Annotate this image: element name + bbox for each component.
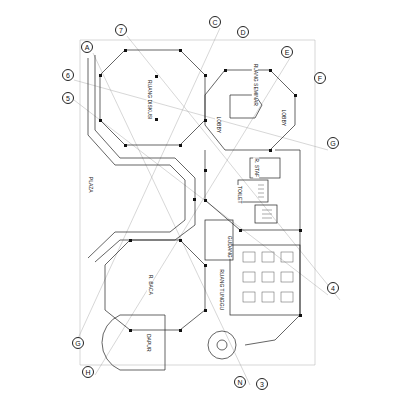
grid-bubble: 3: [256, 378, 268, 390]
grid-bubble: G: [72, 337, 84, 349]
grid-label: D: [240, 29, 245, 36]
grid-label: C: [212, 19, 217, 26]
grid-bubble: 7: [115, 24, 127, 36]
grid-label: 4: [331, 285, 335, 292]
room-label: LOBBY: [280, 109, 286, 128]
grid-label: G: [75, 340, 80, 347]
room-label: GUDANG: [226, 235, 232, 259]
grid-bubble: 5: [62, 92, 74, 104]
room-label: RUANG SEMINAR: [252, 63, 258, 107]
grid-label: F: [318, 75, 322, 82]
grid-bubble: N: [234, 376, 246, 388]
grid-bubble: E: [281, 46, 293, 58]
grid-bubble: 6: [62, 69, 74, 81]
room-label: R. BACA: [147, 274, 153, 296]
room-label: R. STAF: [253, 158, 259, 179]
grid-bubble: 4: [327, 282, 339, 294]
grid-label: 5: [66, 95, 70, 102]
grid-label: H: [85, 369, 90, 376]
grid-bubble: H: [82, 366, 94, 378]
grid-label: N: [237, 379, 242, 386]
room-label: PLAZA: [87, 176, 93, 194]
grid-label: G: [330, 140, 335, 147]
grid-bubble: F: [314, 72, 326, 84]
grid-label: 7: [119, 27, 123, 34]
grid-label: A: [85, 44, 90, 51]
grid-bubble: A: [81, 41, 93, 53]
grid-label: 6: [66, 72, 70, 79]
room-label: LOBBY: [215, 116, 221, 135]
grid-label: E: [285, 49, 290, 56]
grid-label: 3: [260, 381, 264, 388]
grid-bubble: G: [327, 137, 339, 149]
grid-bubble: D: [237, 26, 249, 38]
room-label: TOILET: [237, 185, 243, 204]
grid-bubble: C: [209, 16, 221, 28]
room-label: RUANG DISKUSI: [147, 79, 153, 120]
room-label: RUANG TUNGGU: [219, 268, 225, 311]
room-label: DAPUR: [145, 333, 151, 353]
